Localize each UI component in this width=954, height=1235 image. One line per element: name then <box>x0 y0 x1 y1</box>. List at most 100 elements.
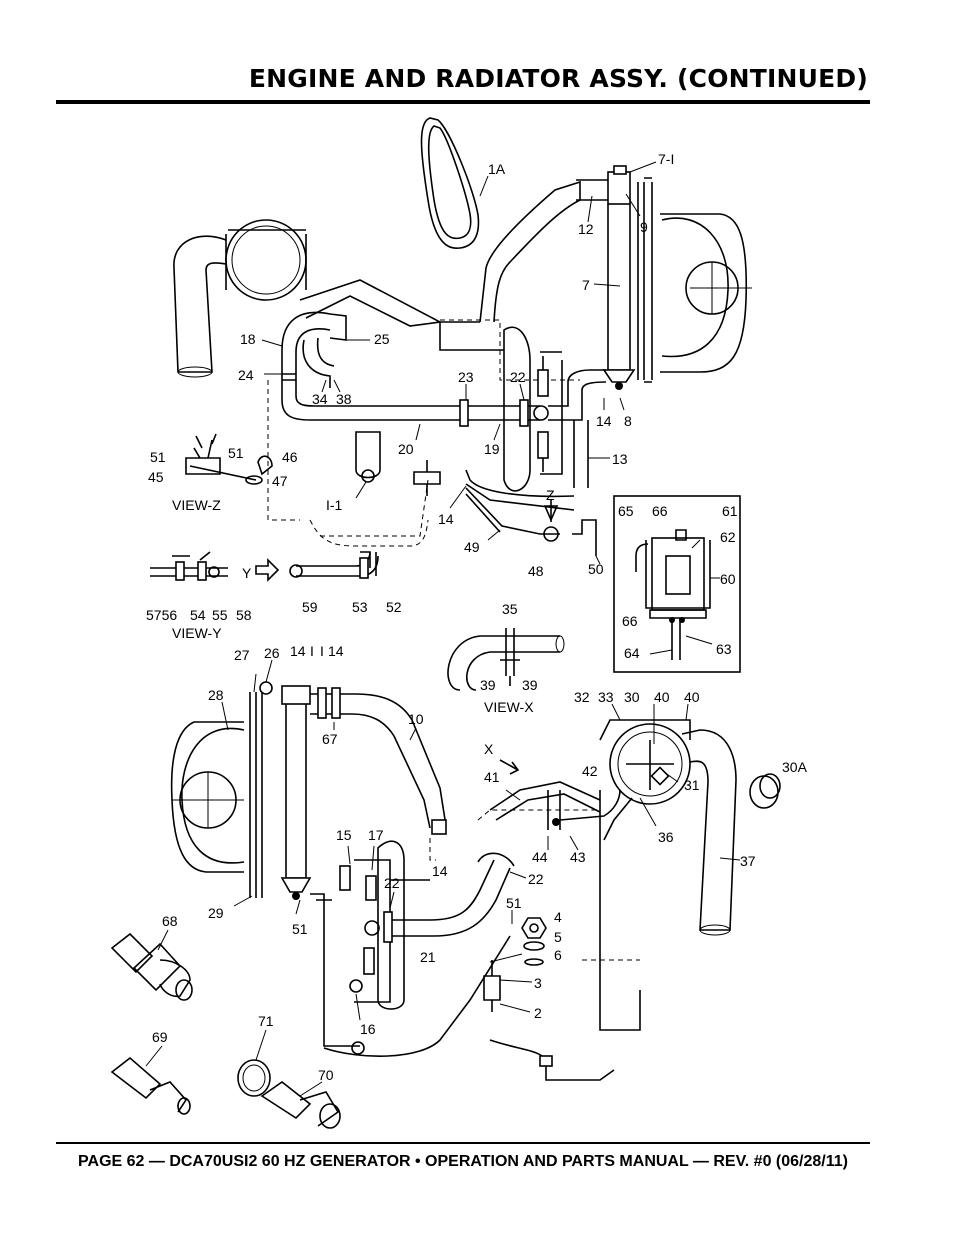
header-rule <box>56 100 870 104</box>
callout-53: 53 <box>352 599 368 615</box>
callout-13: 13 <box>612 451 628 467</box>
callout-9: 9 <box>640 219 648 235</box>
callout-51d: 51 <box>506 895 522 911</box>
callout-4: 4 <box>554 909 562 925</box>
callout-64: 64 <box>624 645 640 661</box>
callout-30: 30 <box>624 689 640 705</box>
view-y-label: VIEW-Y <box>172 625 222 641</box>
air-cleaner <box>225 219 307 301</box>
callout-36: 36 <box>658 829 674 845</box>
callout-19: 19 <box>484 441 500 457</box>
callout-14: 14 <box>596 413 612 429</box>
view-z-arrow-label: Z <box>546 487 555 503</box>
inset-box <box>613 495 741 673</box>
callout-7-1: 7-I <box>658 151 674 167</box>
callout-51b: 51 <box>228 445 244 461</box>
callout-25: 25 <box>374 331 390 347</box>
view-y-detail <box>150 567 228 577</box>
view-z-detail <box>185 433 221 475</box>
view-x-arrow-label: X <box>484 741 494 757</box>
callout-40: 40 <box>654 689 670 705</box>
callout-40b: 40 <box>684 689 700 705</box>
sensor-69 <box>110 1056 188 1113</box>
air-cleaner-bottom <box>609 723 691 805</box>
callout-16: 16 <box>360 1021 376 1037</box>
callout-18: 18 <box>240 331 256 347</box>
callout-i-1: I-1 <box>326 497 343 513</box>
callout-22: 22 <box>510 369 526 385</box>
callout-48: 48 <box>528 563 544 579</box>
upper-hose <box>479 180 581 323</box>
callout-14c: 14 <box>290 643 306 659</box>
callout-66b: 66 <box>622 613 638 629</box>
upper-hose-bottom <box>310 693 447 829</box>
callout-49: 49 <box>464 539 480 555</box>
callout-14b: 14 <box>438 511 454 527</box>
sensor-70 <box>260 1081 340 1127</box>
view-y-arrow-label: Y <box>242 565 252 581</box>
callout-14d: 14 <box>328 643 344 659</box>
callout-41: 41 <box>484 769 500 785</box>
radiator-core <box>607 204 631 371</box>
callout-5: 5 <box>554 929 562 945</box>
callout-39b: 39 <box>522 677 538 693</box>
callout-52: 52 <box>386 599 402 615</box>
callout-71: 71 <box>258 1013 274 1029</box>
callout-66: 66 <box>652 503 668 519</box>
callout-42: 42 <box>582 763 598 779</box>
engine-outline <box>267 319 580 537</box>
callout-8: 8 <box>624 413 632 429</box>
callout-30a: 30A <box>782 759 808 775</box>
callout-27: 27 <box>234 647 250 663</box>
callout-23: 23 <box>458 369 474 385</box>
callout-20: 20 <box>398 441 414 457</box>
page-title: ENGINE AND RADIATOR ASSY. (CONTINUED) <box>248 64 868 93</box>
callout-14e: 14 <box>432 863 448 879</box>
callout-35: 35 <box>502 601 518 617</box>
callout-61: 61 <box>722 503 738 519</box>
callout-26: 26 <box>264 645 280 661</box>
callout-60: 60 <box>720 571 736 587</box>
callout-69: 69 <box>152 1029 168 1045</box>
callout-62: 62 <box>720 529 736 545</box>
callout-i-b: I <box>320 643 324 659</box>
callout-2: 2 <box>534 1005 542 1021</box>
callout-3: 3 <box>534 975 542 991</box>
o-ring-71 <box>237 1059 271 1097</box>
callout-46: 46 <box>282 449 298 465</box>
callout-54: 54 <box>190 607 206 623</box>
callout-24: 24 <box>238 367 254 383</box>
callout-10: 10 <box>408 711 424 727</box>
cooling-fan <box>661 217 729 358</box>
callout-68: 68 <box>162 913 178 929</box>
callout-37: 37 <box>740 853 756 869</box>
callout-55: 55 <box>212 607 228 623</box>
callout-59: 59 <box>302 599 318 615</box>
callout-28: 28 <box>208 687 224 703</box>
callout-38: 38 <box>336 391 352 407</box>
callout-34: 34 <box>312 391 328 407</box>
callout-22b: 22 <box>384 875 400 891</box>
view-x-detail <box>447 635 560 691</box>
callout-5756: 5756 <box>146 607 177 623</box>
intake-hose <box>173 235 227 373</box>
callout-7: 7 <box>582 277 590 293</box>
callout-12: 12 <box>578 221 594 237</box>
callout-32: 32 <box>574 689 590 705</box>
coolant-reservoir <box>355 431 381 479</box>
callout-22c: 22 <box>528 871 544 887</box>
temp-sensor-68 <box>110 932 191 998</box>
callout-65: 65 <box>618 503 634 519</box>
thermostat-housing <box>607 171 631 205</box>
callout-31: 31 <box>684 777 700 793</box>
callout-39: 39 <box>480 677 496 693</box>
view-x-label: VIEW-X <box>484 699 534 715</box>
callout-29: 29 <box>208 905 224 921</box>
radiator-tank-left <box>285 702 307 879</box>
callout-47: 47 <box>272 473 288 489</box>
callout-70: 70 <box>318 1067 334 1083</box>
callout-45: 45 <box>148 469 164 485</box>
callout-i-a: I <box>310 643 314 659</box>
callout-15: 15 <box>336 827 352 843</box>
footer-rule <box>56 1142 870 1144</box>
